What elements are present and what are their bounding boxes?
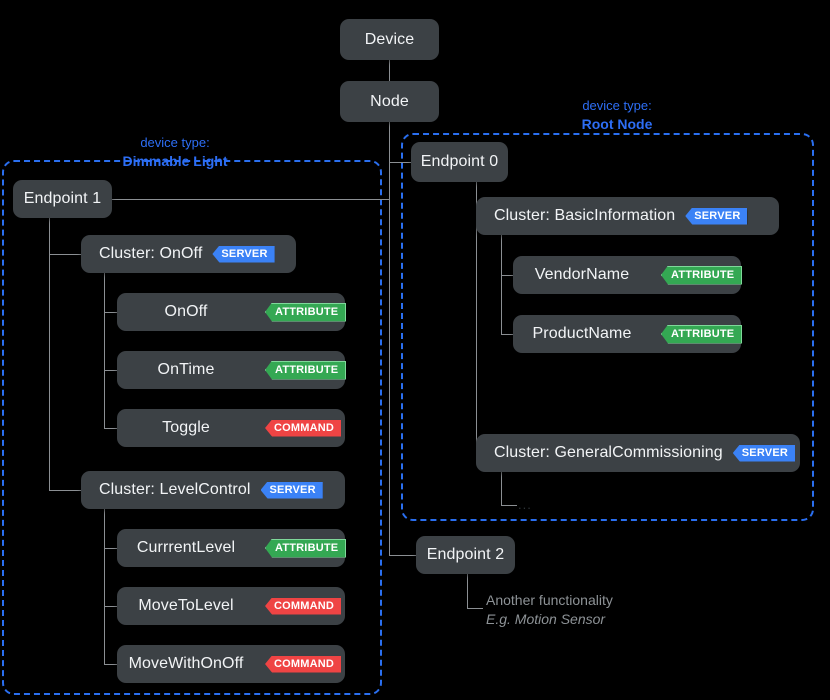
- connector-generalcommissioning-children: [501, 471, 502, 505]
- node-attribute-currentlevel[interactable]: CurrrentLevel ATTRIBUTE: [117, 529, 347, 567]
- connector-basicinformation-vendorname: [501, 275, 513, 276]
- node-attribute-currentlevel-label: CurrrentLevel: [136, 539, 236, 556]
- node-device-label: Device: [364, 30, 415, 48]
- connector-endpoint1-onoff: [49, 254, 81, 255]
- node-cluster-generalcommissioning-label: Cluster: GeneralCommissioning: [494, 444, 723, 461]
- node-command-movetolevel[interactable]: MoveToLevel COMMAND: [117, 587, 345, 625]
- connector-node-trunk: [389, 121, 390, 555]
- connector-levelcontrol-attr-currentlevel: [104, 548, 117, 549]
- connector-onoff-children: [104, 272, 105, 428]
- node-endpoint-0[interactable]: Endpoint 0: [411, 142, 508, 182]
- connector-endpoint2-note: [467, 608, 483, 609]
- device-type-group-root-node: [401, 133, 814, 521]
- device-type-group-dimmable-light: [2, 160, 382, 695]
- node-endpoint-1-label: Endpoint 1: [23, 190, 102, 207]
- node-attribute-vendorname-label: VendorName: [534, 266, 630, 283]
- badge-server: SERVER: [685, 207, 748, 225]
- node-device[interactable]: Device: [340, 19, 439, 60]
- node-cluster-onoff[interactable]: Cluster: OnOff SERVER: [81, 235, 296, 273]
- endpoint-2-note: Another functionality E.g. Motion Sensor: [486, 591, 613, 629]
- node-endpoint-2[interactable]: Endpoint 2: [416, 536, 515, 574]
- connector-levelcontrol-cmd-movewithonoff: [104, 664, 117, 665]
- connector-endpoint2-children: [467, 573, 468, 608]
- badge-server: SERVER: [732, 444, 796, 462]
- node-node-label: Node: [370, 92, 409, 110]
- node-attribute-ontime[interactable]: OnTime ATTRIBUTE: [117, 351, 347, 389]
- endpoint-2-note-line1: Another functionality: [486, 592, 613, 608]
- node-cluster-basicinformation-label: Cluster: BasicInformation: [494, 207, 676, 224]
- connector-trunk-endpoint2: [389, 555, 416, 556]
- device-type-prefix: device type:: [582, 98, 652, 113]
- node-attribute-ontime-label: OnTime: [157, 361, 215, 378]
- node-cluster-onoff-label: Cluster: OnOff: [99, 245, 203, 262]
- connector-onoff-attr-onoff: [104, 312, 117, 313]
- device-type-label-root-node: device type: Root Node: [537, 97, 697, 133]
- node-endpoint-0-label: Endpoint 0: [420, 153, 499, 170]
- connector-trunk-endpoint0: [389, 162, 411, 163]
- node-cluster-generalcommissioning[interactable]: Cluster: GeneralCommissioning SERVER: [476, 434, 800, 472]
- node-cluster-levelcontrol[interactable]: Cluster: LevelControl SERVER: [81, 471, 345, 509]
- badge-attribute: ATTRIBUTE: [265, 360, 347, 380]
- badge-command: COMMAND: [265, 655, 342, 673]
- device-type-name: Dimmable Light: [122, 153, 228, 169]
- device-type-name: Root Node: [581, 116, 653, 132]
- generalcommissioning-more-ellipsis: ...: [518, 497, 532, 512]
- connector-endpoint1-levelcontrol: [49, 490, 81, 491]
- device-type-label-dimmable-light: device type: Dimmable Light: [95, 134, 255, 170]
- connector-device-node: [389, 60, 390, 81]
- device-type-prefix: device type:: [140, 135, 210, 150]
- connector-levelcontrol-cmd-movetolevel: [104, 606, 117, 607]
- badge-server: SERVER: [212, 245, 275, 263]
- badge-attribute: ATTRIBUTE: [661, 265, 743, 285]
- connector-onoff-cmd-toggle: [104, 428, 117, 429]
- node-command-movewithonoff[interactable]: MoveWithOnOff COMMAND: [117, 645, 345, 683]
- connector-generalcommissioning-more: [501, 505, 517, 506]
- badge-command: COMMAND: [265, 597, 342, 615]
- node-attribute-productname[interactable]: ProductName ATTRIBUTE: [513, 315, 743, 353]
- badge-attribute: ATTRIBUTE: [265, 538, 347, 558]
- endpoint-2-note-line2: E.g. Motion Sensor: [486, 611, 606, 627]
- node-command-toggle-label: Toggle: [162, 419, 210, 436]
- node-cluster-levelcontrol-label: Cluster: LevelControl: [99, 481, 251, 498]
- badge-command: COMMAND: [265, 419, 342, 437]
- badge-server: SERVER: [260, 481, 323, 499]
- node-command-movewithonoff-label: MoveWithOnOff: [128, 655, 244, 672]
- node-endpoint-1[interactable]: Endpoint 1: [13, 180, 112, 218]
- badge-attribute: ATTRIBUTE: [661, 324, 743, 344]
- connector-basicinformation-children: [501, 234, 502, 334]
- connector-trunk-endpoint1: [112, 199, 390, 200]
- node-cluster-basicinformation[interactable]: Cluster: BasicInformation SERVER: [476, 197, 779, 235]
- node-command-toggle[interactable]: Toggle COMMAND: [117, 409, 345, 447]
- node-command-movetolevel-label: MoveToLevel: [138, 597, 234, 614]
- node-attribute-vendorname[interactable]: VendorName ATTRIBUTE: [513, 256, 743, 294]
- node-node[interactable]: Node: [340, 81, 439, 122]
- node-attribute-productname-label: ProductName: [532, 325, 632, 342]
- connector-endpoint1-children: [49, 217, 50, 491]
- node-attribute-onoff[interactable]: OnOff ATTRIBUTE: [117, 293, 347, 331]
- node-attribute-onoff-label: OnOff: [164, 303, 208, 320]
- node-endpoint-2-label: Endpoint 2: [426, 546, 505, 563]
- connector-endpoint0-children: [476, 180, 477, 454]
- connector-levelcontrol-children: [104, 508, 105, 665]
- badge-attribute: ATTRIBUTE: [265, 302, 347, 322]
- connector-basicinformation-productname: [501, 334, 513, 335]
- connector-onoff-attr-ontime: [104, 370, 117, 371]
